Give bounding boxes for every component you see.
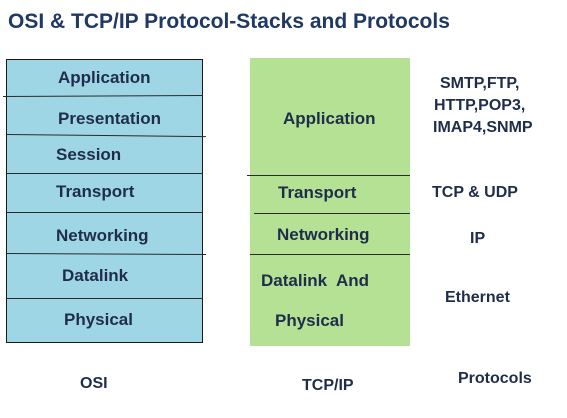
- tcpip-layer-application: Application: [283, 109, 376, 128]
- tcpip-stack: [250, 58, 410, 346]
- osi-layer-transport: Transport: [56, 182, 135, 201]
- tcpip-divider-1: [247, 175, 410, 176]
- osi-layer-datalink: Datalink: [62, 266, 129, 285]
- osi-layer-presentation: Presentation: [58, 109, 161, 128]
- tcpip-layer-transport: Transport: [278, 183, 357, 202]
- tcpip-layer-physical: Physical: [275, 311, 344, 330]
- protocols-networking: IP: [470, 230, 486, 247]
- tcpip-caption: TCP/IP: [302, 377, 354, 394]
- protocols-application-line-3: IMAP4,SNMP: [433, 119, 533, 136]
- protocols-application-line-1: SMTP,FTP,: [440, 75, 520, 92]
- osi-divider-4: [6, 212, 203, 213]
- osi-layer-networking: Networking: [56, 226, 149, 245]
- diagram-title: OSI & TCP/IP Protocol-Stacks and Protoco…: [8, 10, 450, 33]
- osi-layer-application: Application: [58, 68, 151, 87]
- protocols-datalink: Ethernet: [445, 289, 510, 306]
- osi-caption: OSI: [80, 375, 108, 392]
- osi-stack: [6, 59, 203, 343]
- tcpip-layer-networking: Networking: [277, 225, 370, 244]
- osi-layer-session: Session: [56, 145, 122, 164]
- osi-layer-physical: Physical: [64, 310, 133, 329]
- tcpip-divider-2: [254, 213, 410, 214]
- osi-divider-6: [6, 298, 203, 299]
- tcpip-divider-3: [250, 254, 410, 255]
- protocols-caption: Protocols: [458, 370, 532, 387]
- protocols-application-line-2: HTTP,POP3,: [434, 97, 526, 114]
- osi-divider-3: [6, 173, 203, 174]
- protocols-transport: TCP & UDP: [432, 184, 518, 201]
- tcpip-layer-datalink: Datalink And: [261, 271, 369, 290]
